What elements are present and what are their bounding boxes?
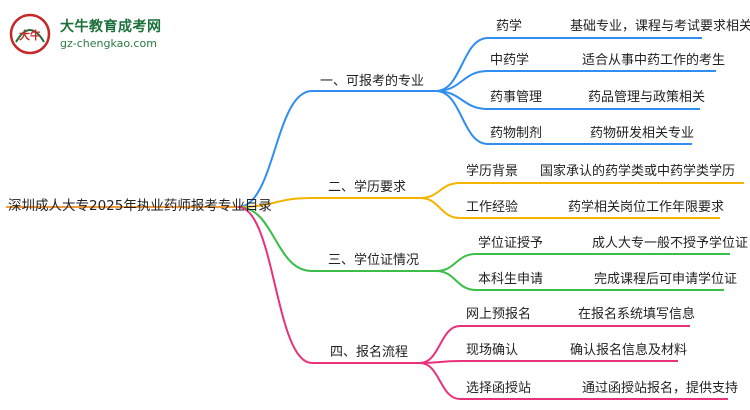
branch3-title: 三、学位证情况 [328, 253, 420, 268]
branch2-title: 二、学历要求 [328, 180, 407, 195]
branch2-child2-label: 工作经验 [466, 200, 519, 215]
branch4-child3-label: 选择函授站 [466, 381, 532, 396]
branch1-connector [237, 90, 436, 208]
branch1-child3-label: 药事管理 [490, 90, 543, 105]
branch4-child1-label: 网上预报名 [466, 307, 532, 322]
branch3-child-underlines [476, 253, 730, 291]
branch3-child1-label: 学位证授予 [478, 236, 544, 251]
branch1-child4-connector [435, 90, 489, 145]
branch1-child-underlines [488, 37, 716, 145]
branch4-child3-desc: 通过函授站报名，提供支持 [582, 381, 739, 396]
branch1-child2-connector [435, 70, 489, 92]
branch4-child3-connector [419, 362, 461, 400]
branch4-title: 四、报名流程 [330, 345, 409, 360]
site-logo[interactable]: 大牛 大牛教育成考网 gz-chengkao.com [8, 12, 208, 56]
branch2-child1-connector [419, 182, 461, 199]
branch3-child2-desc: 完成课程后可申请学位证 [594, 272, 738, 287]
branch1-child4-label: 药物制剂 [490, 126, 543, 141]
branch1-child1-connector [435, 37, 489, 92]
branch1-child4-desc: 药物研发相关专业 [590, 126, 695, 141]
logo-url: gz-chengkao.com [60, 37, 157, 50]
branch2-child2-connector [419, 197, 461, 219]
branch2-child1-label: 学历背景 [466, 164, 519, 179]
branch4-child1-connector [419, 325, 461, 364]
branch3-child2-label: 本科生申请 [478, 272, 544, 287]
branch1-child2-desc: 适合从事中药工作的考生 [582, 53, 726, 68]
logo-emblem-text: 大牛 [19, 28, 41, 42]
branch2-child1-desc: 国家承认的药学类或中药学类学历 [540, 164, 736, 179]
root-title: 深圳成人大专2025年执业药师报考专业目录 [8, 198, 272, 214]
branch2-child2-desc: 药学相关岗位工作年限要求 [568, 200, 725, 215]
branch2-child-underlines [460, 182, 744, 219]
branch3-child2-connector [435, 270, 477, 291]
branch4-child-underlines [460, 325, 728, 400]
branch1-title: 一、可报考的专业 [320, 74, 425, 89]
branch1-child3-desc: 药品管理与政策相关 [588, 90, 706, 105]
branch1-child1-label: 药学 [496, 19, 523, 34]
branch1-child1-desc: 基础专业，课程与考试要求相关 [570, 19, 750, 34]
branch3-connector [237, 206, 436, 272]
branch4-connector [237, 206, 420, 364]
branch4-child2-desc: 确认报名信息及材料 [570, 343, 688, 358]
branch2-connector [237, 197, 420, 208]
logo-emblem-icon: 大牛 [9, 13, 51, 55]
branch3-child1-connector [435, 253, 477, 272]
branch3-child1-desc: 成人大专一般不授予学位证 [592, 236, 749, 251]
logo-title: 大牛教育成考网 [60, 19, 162, 35]
branch4-child2-label: 现场确认 [466, 343, 519, 358]
branch1-child2-label: 中药学 [490, 53, 530, 68]
branch4-child1-desc: 在报名系统填写信息 [578, 307, 696, 322]
